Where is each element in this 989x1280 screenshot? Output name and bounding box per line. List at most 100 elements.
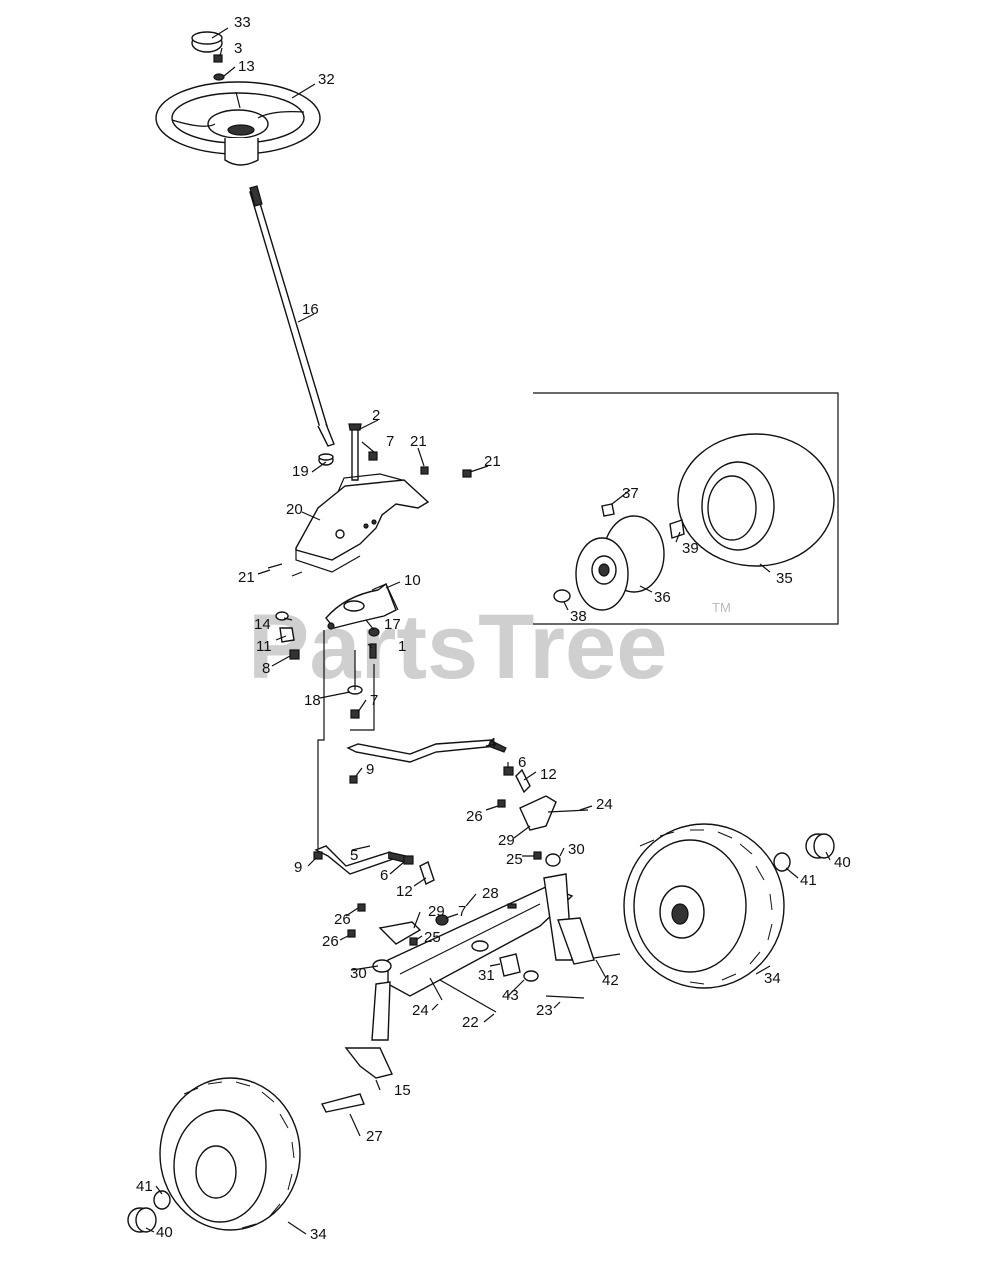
callout-21: 21 [484,453,501,470]
callout-6: 6 [380,867,388,884]
callout-6: 6 [518,754,526,771]
callout-7: 7 [386,433,394,450]
callout-14: 14 [254,616,271,633]
nut [435,914,449,926]
optional-tire [677,433,835,567]
callout-33: 33 [234,14,251,31]
front-wheel-right [623,823,785,989]
washer [523,970,539,982]
callout-23: 23 [536,1002,553,1019]
jam-nut [503,766,514,776]
callout-5: 5 [350,847,358,864]
hex-nut [420,466,429,475]
hex-nut [349,775,358,784]
hex-nut [409,937,418,946]
steering-wheel [155,81,321,166]
spacer [279,627,295,643]
callout-25: 25 [424,929,441,946]
spindle-right [543,873,595,965]
callout-30: 30 [350,965,367,982]
callout-20: 20 [286,501,303,518]
drag-link-upper [346,739,507,763]
callout-32: 32 [318,71,335,88]
hex-nut [350,709,360,719]
callout-25: 25 [506,851,523,868]
hub-cap [805,833,835,859]
callout-24: 24 [412,1002,429,1019]
callout-27: 27 [366,1128,383,1145]
callout-22: 22 [462,1014,479,1031]
nut [368,627,380,637]
callout-40: 40 [156,1224,173,1241]
callout-2: 2 [372,407,380,424]
callout-41: 41 [800,872,817,889]
callout-7: 7 [458,903,466,920]
callout-26: 26 [334,911,351,928]
callout-30: 30 [568,841,585,858]
bushing [545,853,561,867]
hex-nut [368,451,378,461]
callout-7: 7 [370,692,378,709]
callout-29: 29 [428,903,445,920]
callout-42: 42 [602,972,619,989]
callout-21: 21 [410,433,427,450]
steering-support-bracket [295,473,430,573]
callout-19: 19 [292,463,309,480]
jam-nut [403,855,414,865]
callout-26: 26 [322,933,339,950]
drag-link-lower [314,845,407,875]
hex-nut [497,799,506,808]
inset-frame [533,392,839,625]
callout-41: 41 [136,1178,153,1195]
spindle-left [344,959,393,1079]
steering-cap [191,31,223,53]
callout-13: 13 [238,58,255,75]
callout-11: 11 [256,638,272,655]
callout-4: 4 [488,735,496,752]
callout-9: 9 [366,761,374,778]
ball-joint [419,861,435,885]
watermark-text: PartsTree [248,596,667,698]
hex-nut [289,649,300,660]
callout-21: 21 [238,569,255,586]
pivot-bracket [378,921,422,945]
washer [773,852,791,872]
callout-28: 28 [482,885,499,902]
pivot-bolt [545,995,585,999]
rim-bearing [669,519,685,539]
bolt [351,427,359,481]
rim-bushing [553,589,571,603]
callout-26: 26 [466,808,483,825]
callout-35: 35 [776,570,793,587]
hex-nut [462,469,472,478]
callout-24: 24 [596,796,613,813]
callout-12: 12 [540,766,557,783]
hub-cap [127,1207,157,1233]
steering-shaft [249,185,335,447]
callout-18: 18 [304,692,321,709]
axle-pin [320,1093,365,1113]
washer [153,1190,171,1210]
callout-29: 29 [498,832,515,849]
callout-36: 36 [654,589,671,606]
callout-39: 39 [682,540,699,557]
optional-rim [575,515,665,611]
callout-38: 38 [570,608,587,625]
ball-joint [515,768,531,794]
callout-40: 40 [834,854,851,871]
pivot-bracket [519,795,557,831]
front-wheel-left [159,1077,301,1231]
hex-nut [533,851,542,860]
callout-17: 17 [384,616,401,633]
callout-3: 3 [234,40,242,57]
callout-31: 31 [478,967,495,984]
callout-8: 8 [262,660,270,677]
callout-10: 10 [404,572,421,589]
hex-nut [357,903,366,912]
watermark-trademark: TM [712,600,731,615]
callout-1: 1 [398,638,406,655]
callout-12: 12 [396,883,413,900]
callout-34: 34 [764,970,781,987]
